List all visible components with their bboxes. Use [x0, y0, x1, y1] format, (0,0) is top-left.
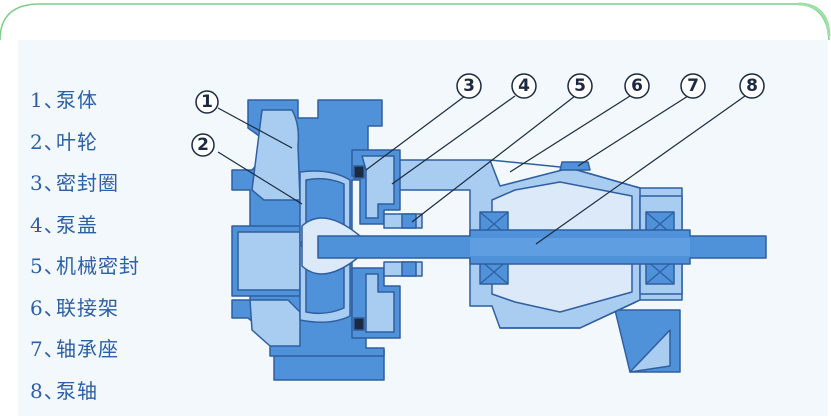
callout-1: 1: [195, 90, 219, 114]
sealing-ring: [353, 165, 365, 179]
callout-7: 7: [680, 73, 706, 99]
callout-number: 3: [463, 76, 475, 96]
callout-number: 7: [687, 76, 699, 96]
legend-item: 8、泵轴: [30, 369, 170, 411]
callout-number: 8: [746, 76, 758, 96]
legend-label: 泵盖: [56, 212, 98, 237]
legend-label: 密封圈: [56, 171, 119, 196]
callout-5: 5: [567, 73, 593, 99]
callout-number: 6: [631, 76, 643, 96]
legend-item: 6、联接架: [30, 286, 170, 328]
legend-item: 5、机械密封: [30, 244, 170, 286]
legend-item: 2、叶轮: [30, 120, 170, 162]
legend-label: 联接架: [56, 295, 119, 320]
legend-item: 7、轴承座: [30, 327, 170, 369]
callout-4: 4: [511, 73, 537, 99]
callout-number: 4: [518, 76, 530, 96]
legend-label: 泵轴: [56, 378, 98, 403]
callout-8: 8: [739, 73, 765, 99]
pump-drawing: [231, 99, 767, 381]
legend-item: 1、泵体: [30, 78, 170, 120]
parts-legend: 1、泵体 2、叶轮 3、密封圈 4、泵盖 5、机械密封 6、联接架 7、轴承座 …: [30, 78, 170, 410]
diagram-panel: [18, 40, 828, 416]
legend-item: 4、泵盖: [30, 203, 170, 245]
oil-cap: [559, 161, 591, 171]
callout-2: 2: [191, 133, 215, 157]
callout-number: 1: [201, 92, 213, 112]
legend-label: 泵体: [56, 88, 98, 113]
legend-label: 轴承座: [56, 337, 119, 362]
legend-item: 3、密封圈: [30, 161, 170, 203]
legend-label: 叶轮: [56, 129, 98, 154]
legend-label: 机械密封: [56, 254, 140, 279]
callout-6: 6: [624, 73, 650, 99]
callout-leaders: [217, 95, 746, 245]
callout-number: 2: [197, 135, 209, 155]
callouts: 1 2 3 4 5 6 7 8: [191, 73, 765, 157]
callout-3: 3: [456, 73, 482, 99]
frame-border: [0, 2, 831, 40]
callout-number: 5: [574, 76, 586, 96]
sealing-ring-lower: [353, 317, 365, 331]
